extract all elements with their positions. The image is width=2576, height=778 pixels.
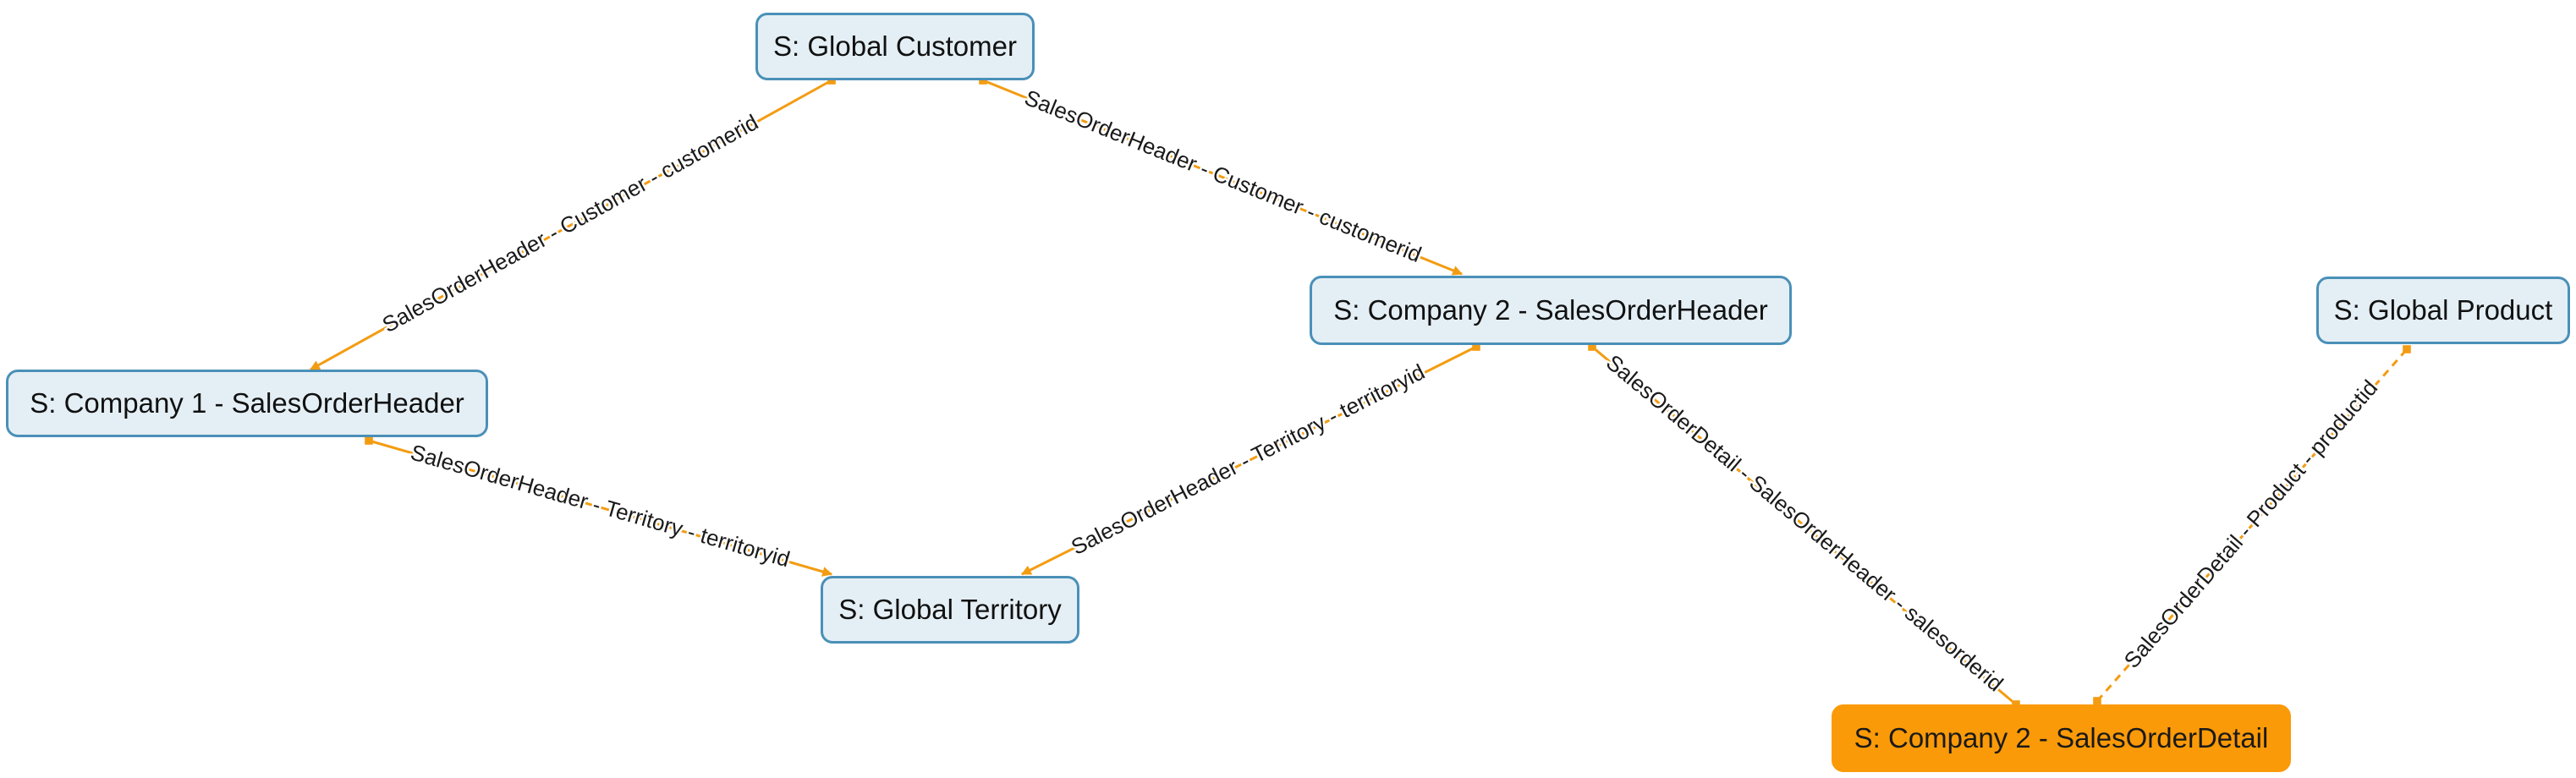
node-label: S: Global Product <box>2333 294 2553 326</box>
node-global-product[interactable]: S: Global Product <box>2316 277 2570 344</box>
node-label: S: Global Customer <box>773 30 1017 62</box>
edge-c1-customer[interactable]: SalesOrderHeader - Customer - customerid <box>309 76 836 371</box>
node-label: S: Company 2 - SalesOrderHeader <box>1333 294 1768 326</box>
edge-label-c2-territory: SalesOrderHeader - Territory - territory… <box>1067 359 1429 560</box>
edge-label-sod-soh: SalesOrderDetail - SalesOrderHeader - sa… <box>1601 349 2008 696</box>
edge-label-c1-territory: SalesOrderHeader - Territory - territory… <box>408 439 793 572</box>
node-label: S: Company 1 - SalesOrderHeader <box>30 387 464 419</box>
node-label: S: Global Territory <box>838 594 1062 625</box>
edge-c2-customer[interactable]: SalesOrderHeader - Customer - customerid <box>979 76 1464 276</box>
edge-label-c2-customer: SalesOrderHeader - Customer - customerid <box>1021 85 1425 267</box>
node-company1-salesorderheader[interactable]: S: Company 1 - SalesOrderHeader <box>6 370 488 437</box>
node-global-customer[interactable]: S: Global Customer <box>755 13 1035 80</box>
node-company2-salesorderdetail[interactable]: S: Company 2 - SalesOrderDetail <box>1832 704 2291 772</box>
node-label: S: Company 2 - SalesOrderDetail <box>1854 722 2269 753</box>
edge-c2-territory[interactable]: SalesOrderHeader - Territory - territory… <box>1020 342 1480 576</box>
edge-c1-territory[interactable]: SalesOrderHeader - Territory - territory… <box>365 436 833 577</box>
node-global-territory[interactable]: S: Global Territory <box>821 576 1079 644</box>
edge-label-c1-customer: SalesOrderHeader - Customer - customerid <box>378 109 762 337</box>
node-company2-salesorderheader[interactable]: S: Company 2 - SalesOrderHeader <box>1310 276 1792 345</box>
edge-label-sod-product: SalesOrderDetail - Product - productid <box>2118 375 2382 672</box>
edge-sod-product[interactable]: SalesOrderDetail - Product - productid <box>2093 345 2411 705</box>
edge-sod-soh[interactable]: SalesOrderDetail - SalesOrderHeader - sa… <box>1588 342 2020 709</box>
